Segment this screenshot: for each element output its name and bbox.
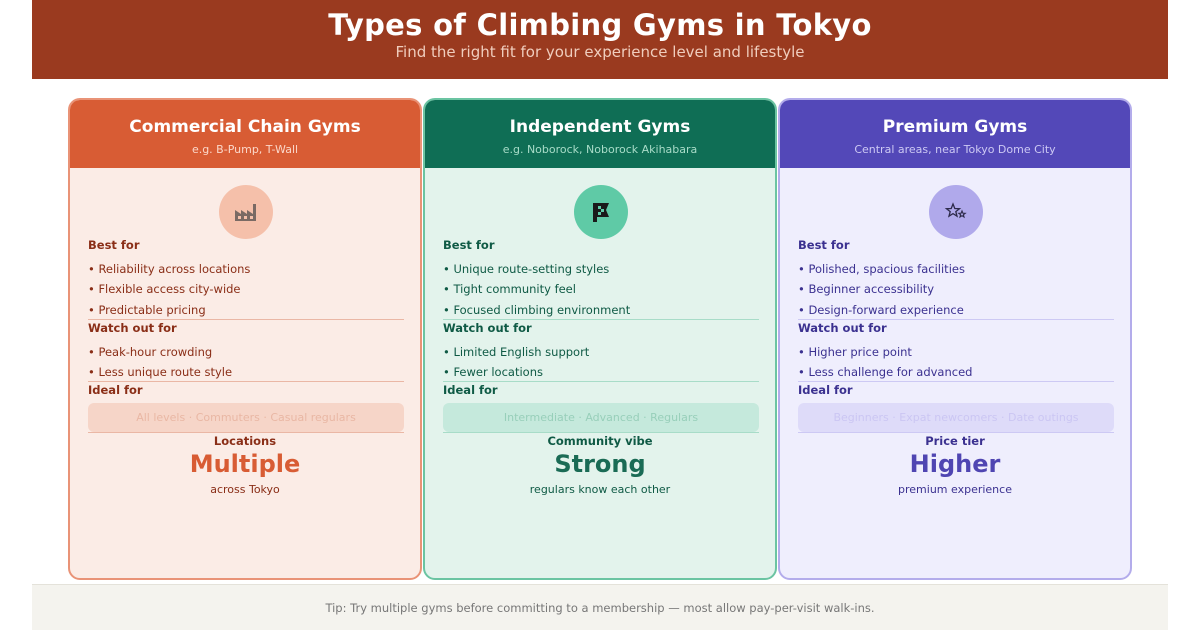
- ideal-for-pill: Beginners · Expat newcomers · Date outin…: [798, 403, 1114, 432]
- best-for-item: • Reliability across locations: [88, 262, 251, 276]
- watch-out-item: • Fewer locations: [443, 365, 543, 379]
- card-header: Commercial Chain Gyms e.g. B-Pump, T-Wal…: [70, 100, 420, 168]
- card-header: Independent Gyms e.g. Noborock, Noborock…: [425, 100, 775, 168]
- best-for-item: • Design-forward experience: [798, 303, 964, 317]
- card-examples: e.g. Noborock, Noborock Akihabara: [502, 143, 698, 156]
- watch-out-item: • Higher price point: [798, 345, 912, 359]
- best-for-item: • Flexible access city-wide: [88, 282, 241, 296]
- stat-label: Price tier: [925, 434, 985, 448]
- card-examples: e.g. B-Pump, T-Wall: [191, 143, 299, 156]
- divider: [88, 319, 404, 320]
- divider: [88, 432, 404, 433]
- ideal-for-label: Ideal for: [798, 383, 853, 397]
- watch-out-label: Watch out for: [443, 321, 532, 335]
- card-title: Independent Gyms: [509, 117, 691, 137]
- card-premium: Premium Gyms Central areas, near Tokyo D…: [778, 98, 1132, 580]
- ideal-for-pill: All levels · Commuters · Casual regulars: [88, 403, 404, 432]
- divider: [798, 319, 1114, 320]
- stat-value: Higher: [909, 450, 1001, 478]
- page-title: Types of Climbing Gyms in Tokyo: [328, 8, 872, 42]
- watch-out-item: • Limited English support: [443, 345, 590, 359]
- best-for-item: • Predictable pricing: [88, 303, 206, 317]
- stat-note: across Tokyo: [210, 483, 280, 496]
- watch-out-item: • Peak-hour crowding: [88, 345, 213, 359]
- sparkles-icon: [929, 185, 983, 239]
- ideal-for-label: Ideal for: [88, 383, 143, 397]
- footer-tip: Tip: Try multiple gyms before committing…: [325, 601, 875, 615]
- page-subtitle: Find the right fit for your experience l…: [395, 43, 805, 61]
- best-for-item: • Unique route-setting styles: [443, 262, 610, 276]
- footer: Tip: Try multiple gyms before committing…: [32, 584, 1168, 630]
- divider: [798, 432, 1114, 433]
- factory-icon: [219, 185, 273, 239]
- flag-icon: [574, 185, 628, 239]
- ideal-for-pill: Intermediate · Advanced · Regulars: [443, 403, 759, 432]
- card-title: Premium Gyms: [882, 117, 1028, 137]
- ideal-for-label: Ideal for: [443, 383, 498, 397]
- divider: [443, 432, 759, 433]
- stat-label: Community vibe: [547, 434, 653, 448]
- infographic: Types of Climbing Gyms in Tokyo Find the…: [32, 0, 1168, 630]
- stat-value: Multiple: [189, 450, 301, 478]
- divider: [798, 381, 1114, 382]
- card-examples: Central areas, near Tokyo Dome City: [854, 143, 1056, 156]
- watch-out-item: • Less unique route style: [88, 365, 233, 379]
- card-commercial-chain: Commercial Chain Gyms e.g. B-Pump, T-Wal…: [68, 98, 422, 580]
- stat-value: Strong: [554, 450, 646, 478]
- best-for-label: Best for: [88, 238, 140, 252]
- stat-note: regulars know each other: [529, 483, 671, 496]
- best-for-item: • Focused climbing environment: [443, 303, 631, 317]
- divider: [88, 381, 404, 382]
- card-header: Premium Gyms Central areas, near Tokyo D…: [780, 100, 1130, 168]
- card-title: Commercial Chain Gyms: [129, 117, 361, 137]
- card-independent: Independent Gyms e.g. Noborock, Noborock…: [423, 98, 777, 580]
- best-for-label: Best for: [443, 238, 495, 252]
- best-for-item: • Polished, spacious facilities: [798, 262, 965, 276]
- watch-out-label: Watch out for: [798, 321, 887, 335]
- divider: [443, 319, 759, 320]
- stat-label: Locations: [213, 434, 277, 448]
- watch-out-item: • Less challenge for advanced: [798, 365, 973, 379]
- watch-out-label: Watch out for: [88, 321, 177, 335]
- divider: [443, 381, 759, 382]
- header-banner: Types of Climbing Gyms in Tokyo Find the…: [32, 0, 1168, 79]
- best-for-item: • Beginner accessibility: [798, 282, 935, 296]
- stat-note: premium experience: [898, 483, 1012, 496]
- best-for-label: Best for: [798, 238, 850, 252]
- best-for-item: • Tight community feel: [443, 282, 576, 296]
